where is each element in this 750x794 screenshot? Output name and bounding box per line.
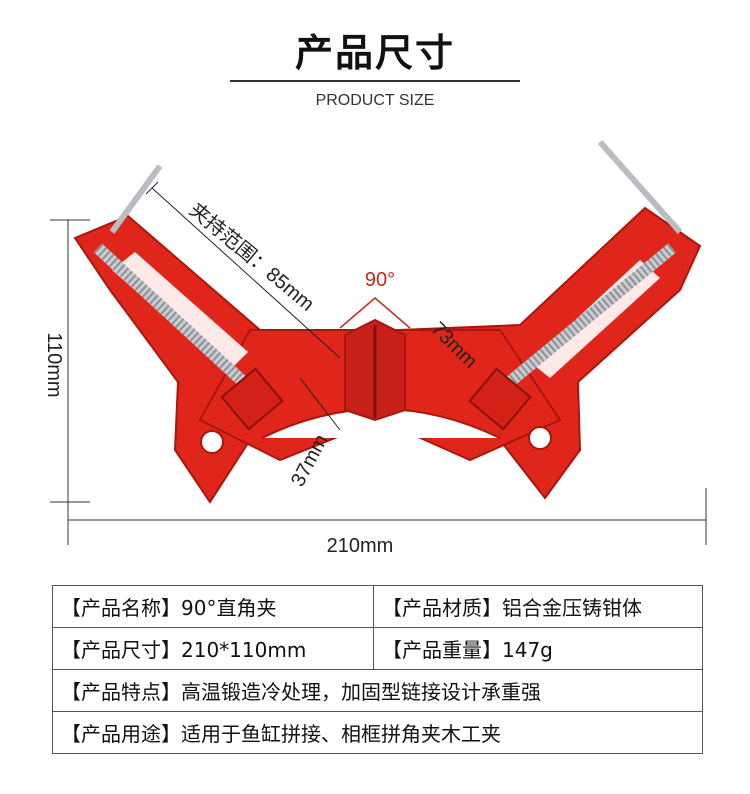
height-dimension [50,219,90,503]
spec-size-value: 210*110mm [181,638,307,662]
table-row: 【产品名称】90°直角夹 【产品材质】铝合金压铸钳体 [52,585,703,628]
clamp-body [73,206,702,504]
spec-usage-cell: 【产品用途】适用于鱼缸拼接、相框拼角夹木工夹 [52,711,703,754]
spec-usage-label: 【产品用途】 [61,722,181,746]
table-row: 【产品用途】适用于鱼缸拼接、相框拼角夹木工夹 [52,711,703,754]
spec-features-value: 高温锻造冷处理，加固型链接设计承重强 [181,680,541,704]
right-screw [468,140,683,431]
angle-label: 90° [365,269,395,291]
spec-features-label: 【产品特点】 [61,680,181,704]
page-title: 产品尺寸 [294,31,455,75]
height-label: 110mm [43,332,65,397]
spec-features-cell: 【产品特点】高温锻造冷处理，加固型链接设计承重强 [52,669,703,712]
spec-size-label: 【产品尺寸】 [61,638,181,662]
spec-name-cell: 【产品名称】90°直角夹 [52,585,374,628]
spec-material-cell: 【产品材质】铝合金压铸钳体 [373,585,703,628]
title-divider [230,80,520,82]
clamp-diagram: 110mm 210mm [43,140,707,557]
spec-table: 【产品名称】90°直角夹 【产品材质】铝合金压铸钳体 【产品尺寸】210*110… [52,585,703,754]
clamp-range-dimension [145,181,341,359]
table-row: 【产品尺寸】210*110mm 【产品重量】147g [52,627,703,670]
angle-marker [339,297,411,329]
spec-material-value: 铝合金压铸钳体 [502,596,642,620]
spec-name-label: 【产品名称】 [61,596,181,620]
width-label: 210mm [327,535,394,557]
spec-weight-cell: 【产品重量】147g [373,627,703,670]
page-subtitle: PRODUCT SIZE [315,92,435,109]
spec-material-label: 【产品材质】 [382,596,502,620]
spec-weight-value: 147g [502,638,553,662]
spec-weight-label: 【产品重量】 [382,638,502,662]
width-dimension [67,488,707,545]
spec-size-cell: 【产品尺寸】210*110mm [52,627,374,670]
left-screw [93,164,284,431]
throat-dimension [299,377,341,431]
spec-name-value: 90°直角夹 [181,596,277,620]
table-row: 【产品特点】高温锻造冷处理，加固型链接设计承重强 [52,669,703,712]
spec-usage-value: 适用于鱼缸拼接、相框拼角夹木工夹 [181,722,501,746]
